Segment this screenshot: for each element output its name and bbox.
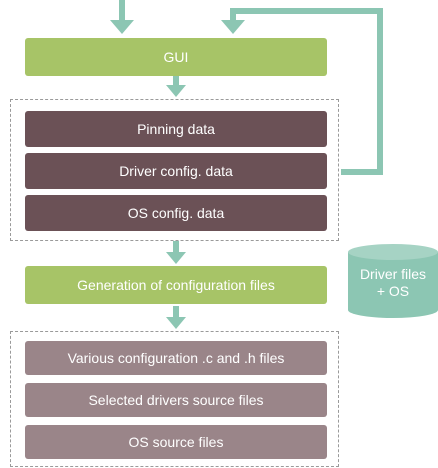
feedback-arrow-head	[221, 20, 245, 34]
arrow-gui-to-config-shaft	[173, 76, 179, 86]
selected-drivers-box: Selected drivers source files	[25, 383, 327, 417]
gui-box: GUI	[25, 38, 327, 76]
gui-label: GUI	[163, 49, 189, 65]
os-config-data-box: OS config. data	[25, 195, 327, 231]
generation-box: Generation of configuration files	[25, 266, 327, 304]
driver-files-label: Driver files + OS	[348, 266, 438, 300]
pinning-data-box: Pinning data	[25, 111, 327, 147]
driver-config-data-box: Driver config. data	[25, 153, 327, 189]
generation-label: Generation of configuration files	[77, 277, 275, 293]
arrow-gui-to-config-head	[166, 85, 186, 97]
arrow-generation-to-output-shaft	[173, 306, 179, 318]
arrow-config-to-generation-shaft	[173, 241, 179, 253]
various-config-files-label: Various configuration .c and .h files	[67, 350, 285, 366]
driver-files-line2: + OS	[376, 283, 410, 299]
driver-config-data-label: Driver config. data	[119, 163, 233, 179]
os-source-files-box: OS source files	[25, 425, 327, 459]
pinning-data-label: Pinning data	[137, 121, 215, 137]
top-arrow-head	[110, 20, 134, 34]
feedback-loop-line	[230, 8, 383, 175]
config-data-group	[10, 99, 339, 241]
driver-files-line1: Driver files	[359, 266, 427, 282]
os-source-files-label: OS source files	[128, 434, 224, 450]
arrow-generation-to-output-head	[166, 317, 186, 329]
os-config-data-label: OS config. data	[127, 205, 225, 221]
output-files-group	[10, 331, 339, 467]
arrow-config-to-generation-head	[166, 252, 186, 264]
driver-files-cylinder	[348, 244, 438, 318]
various-config-files-box: Various configuration .c and .h files	[25, 341, 327, 375]
selected-drivers-label: Selected drivers source files	[88, 392, 264, 408]
top-arrow-shaft	[119, 0, 125, 22]
